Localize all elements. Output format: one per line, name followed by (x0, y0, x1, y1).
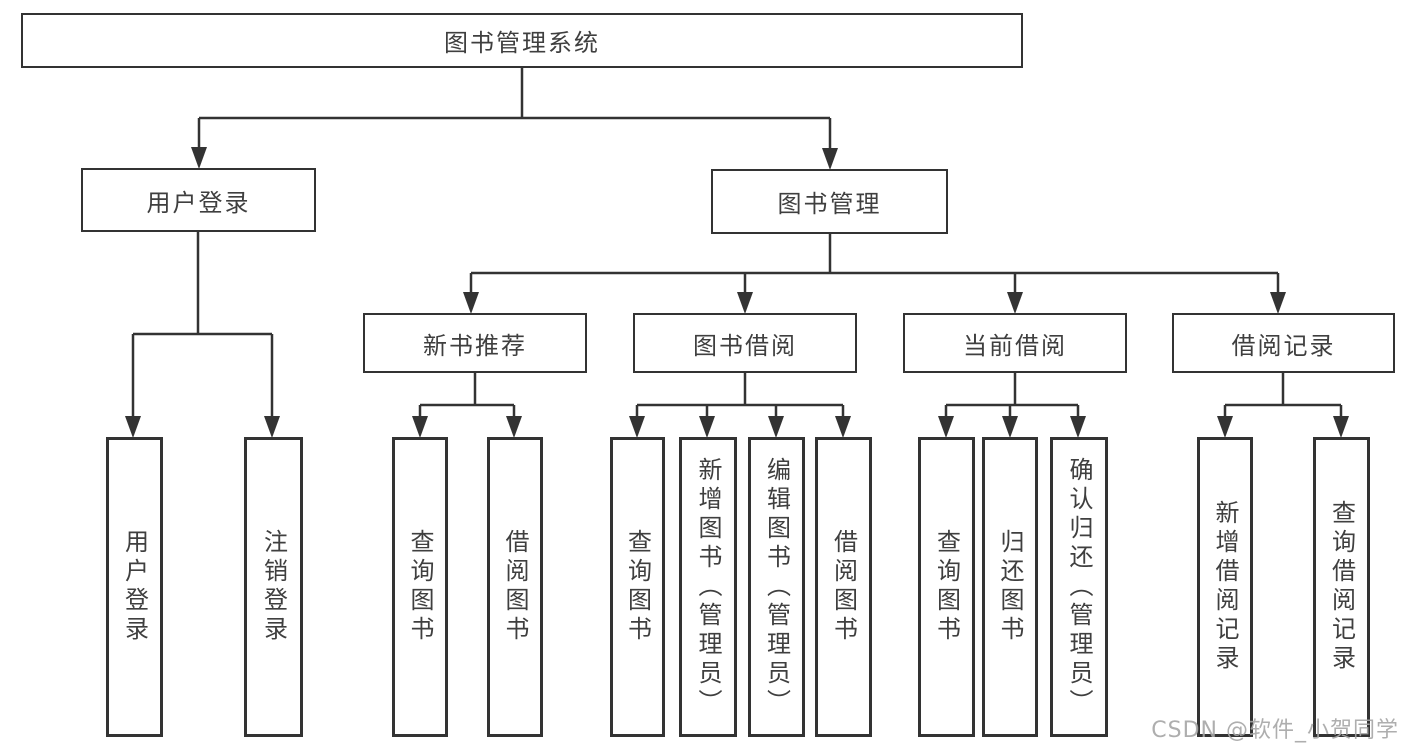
node-current-borrow: 当前借阅 (903, 313, 1127, 373)
leaf-query-books-recommend: 查询图书 (392, 437, 448, 737)
csdn-watermark: CSDN @软件_小贺同学 (1151, 718, 1399, 743)
node-user-login: 用户登录 (81, 168, 316, 232)
leaf-query-books-borrow-label: 查询图书 (623, 529, 652, 645)
leaf-add-books-admin: 新增图书（管理员） (679, 437, 737, 737)
leaf-add-borrow-record: 新增借阅记录 (1197, 437, 1253, 737)
leaf-query-borrow-record: 查询借阅记录 (1313, 437, 1370, 737)
node-root-label: 图书管理系统 (444, 29, 600, 57)
leaf-logout: 注销登录 (244, 437, 303, 737)
leaf-borrow-books-recommend: 借阅图书 (487, 437, 543, 737)
arrowheads (125, 147, 1349, 438)
leaf-edit-books-admin-label: 编辑图书（管理员） (762, 456, 791, 718)
node-new-book-recommend-label: 新书推荐 (423, 331, 527, 360)
node-book-borrow-label: 图书借阅 (693, 331, 797, 360)
node-root-system: 图书管理系统 (21, 13, 1023, 68)
node-borrow-record: 借阅记录 (1172, 313, 1395, 373)
leaf-add-borrow-record-label: 新增借阅记录 (1211, 500, 1239, 674)
leaf-confirm-return-admin: 确认归还（管理员） (1050, 437, 1108, 737)
leaf-borrow-books-recommend-label: 借阅图书 (501, 529, 529, 645)
node-current-borrow-label: 当前借阅 (963, 331, 1067, 360)
leaf-add-books-admin-label: 新增图书（管理员） (694, 456, 722, 718)
leaf-query-books-current-label: 查询图书 (932, 529, 961, 645)
leaf-logout-label: 注销登录 (259, 529, 288, 645)
node-book-management-label: 图书管理 (777, 190, 882, 218)
leaf-return-books-label: 归还图书 (996, 529, 1024, 645)
node-book-management: 图书管理 (711, 169, 948, 234)
node-book-borrow: 图书借阅 (633, 313, 857, 373)
leaf-borrow-books-label: 借阅图书 (829, 529, 858, 645)
node-new-book-recommend: 新书推荐 (363, 313, 587, 373)
node-borrow-record-label: 借阅记录 (1231, 331, 1336, 360)
leaf-query-books-borrow: 查询图书 (610, 437, 665, 737)
leaf-return-books: 归还图书 (982, 437, 1038, 737)
leaf-query-borrow-record-label: 查询借阅记录 (1327, 500, 1356, 674)
leaf-confirm-return-admin-label: 确认归还（管理员） (1065, 456, 1093, 718)
leaf-query-books-recommend-label: 查询图书 (406, 529, 434, 645)
leaf-edit-books-admin: 编辑图书（管理员） (748, 437, 805, 737)
node-user-login-label: 用户登录 (146, 188, 251, 217)
leaf-user-login: 用户登录 (106, 437, 163, 737)
leaf-user-login-label: 用户登录 (120, 529, 149, 645)
leaf-borrow-books: 借阅图书 (815, 437, 872, 737)
leaf-query-books-current: 查询图书 (918, 437, 975, 737)
